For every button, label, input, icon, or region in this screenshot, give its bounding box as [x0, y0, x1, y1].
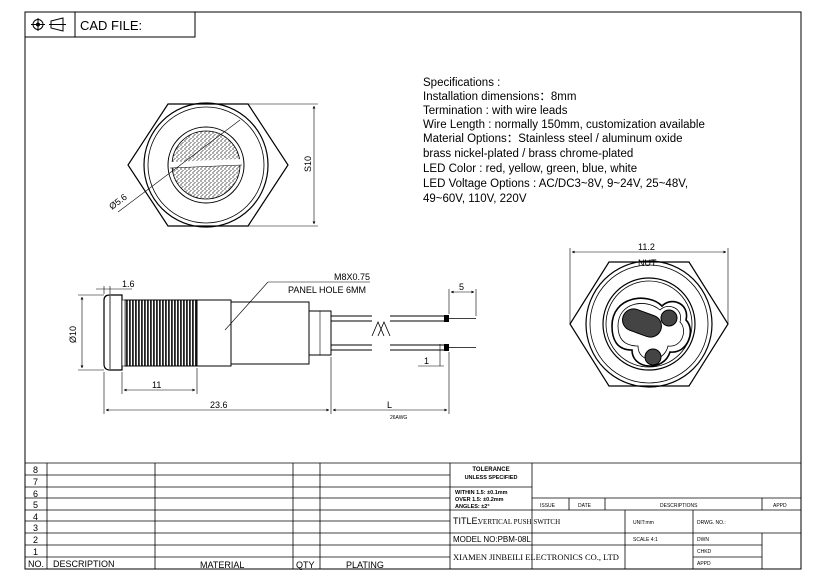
- title-block: TOLERANCE UNLESS SPECIFIED WITHIN 1.5: ±…: [453, 467, 787, 567]
- bom-header-qty: QTY: [296, 560, 315, 570]
- spec-line: Specifications :: [423, 77, 500, 89]
- bom-header-description: DESCRIPTION: [53, 559, 115, 569]
- nut-view: 11.2 NUT: [569, 242, 729, 388]
- panel-hole-label: PANEL HOLE 6MM: [288, 285, 366, 295]
- nut-width-dimension: 11.2: [638, 242, 655, 252]
- wire-dimension: 1: [424, 356, 429, 366]
- specifications-block: Specifications : Installation dimensions…: [423, 77, 705, 205]
- spec-line: Material Options：Stainless steel / alumi…: [423, 133, 683, 145]
- thread-label: M8X0.75: [334, 272, 370, 282]
- tolerance-subtitle: UNLESS SPECIFIED: [465, 475, 518, 481]
- title-label: TITLE:: [453, 516, 480, 526]
- spec-line: LED Color : red, yellow, green, blue, wh…: [423, 163, 637, 175]
- spec-line: 49~60V, 110V, 220V: [423, 193, 527, 205]
- tolerance-within: WITHIN 1.5: ±0.1mm: [455, 490, 508, 496]
- bom-row-numbers: 8 7 6 5 4 3 2 1 NO. DESCRIPTION MATERIAL…: [28, 465, 384, 570]
- front-view: S10 Ø5.6: [107, 102, 318, 228]
- spec-line: Installation dimensions：8mm: [423, 91, 576, 103]
- bom-row-number: 2: [33, 535, 38, 545]
- bom-row-number: 7: [33, 477, 38, 487]
- title-block-grid: [450, 463, 801, 569]
- chkd-label: CHKD: [697, 549, 712, 555]
- tolerance-over: OVER 1.5: ±0.2mm: [455, 497, 504, 503]
- strip-dimension: 5: [459, 282, 464, 292]
- projection-symbol-icon: [31, 17, 66, 32]
- date-header: DATE: [578, 503, 592, 509]
- bom-header-no: NO.: [28, 559, 44, 569]
- drawing-number-label: DRWG. NO.:: [697, 520, 726, 526]
- sheet-border: [24, 11, 802, 570]
- spec-line: Wire Length : normally 150mm, customizat…: [423, 119, 705, 131]
- spec-line: Termination : with wire leads: [423, 105, 568, 117]
- bom-row-number: 6: [33, 489, 38, 499]
- tolerance-title: TOLERANCE: [472, 467, 509, 473]
- cad-file-label: CAD FILE:: [80, 18, 142, 33]
- cad-file-header: CAD FILE:: [24, 11, 196, 38]
- thread-length-dimension: 11: [152, 380, 161, 390]
- bom-row-number: 5: [33, 500, 38, 510]
- wire-length-dimension: L: [387, 400, 392, 410]
- issue-header: ISSUE: [540, 503, 556, 509]
- hex-dimension: S10: [303, 156, 313, 172]
- tolerance-angles: ANGLES: ±2°: [455, 504, 490, 510]
- lens-dimension: Ø5.6: [107, 192, 129, 212]
- bom-row-number: 3: [33, 523, 38, 533]
- flange-dimension: 1.6: [122, 279, 135, 289]
- title-value: VERTICAL PUSH SWITCH: [478, 518, 560, 526]
- wire-gauge-label: 26AWG: [390, 415, 407, 421]
- descriptions-header: DESCRIPTIONS: [660, 503, 698, 509]
- spec-line: brass nickel-plated / brass chrome-plate…: [423, 148, 633, 160]
- nut-label: NUT: [638, 258, 657, 268]
- bom-row-number: 1: [33, 547, 38, 557]
- unit-label: UNIT:mm: [633, 520, 654, 526]
- bom-row-number: 8: [33, 465, 38, 475]
- appd-header: APPD: [773, 503, 787, 509]
- diameter-dimension: Ø10: [68, 326, 78, 343]
- company-name: XIAMEN JINBEILI ELECTRONICS CO., LTD: [453, 552, 619, 562]
- side-view: M8X0.75 PANEL HOLE 6MM 1.6 Ø10 11 23.6 L…: [68, 272, 477, 421]
- bom-row-number: 4: [33, 512, 38, 522]
- bom-header-material: MATERIAL: [200, 560, 244, 570]
- appd-label: APPD: [697, 561, 711, 567]
- bom-header-plating: PLATING: [346, 560, 384, 570]
- spec-line: LED Voltage Options : AC/DC3~8V, 9~24V, …: [423, 178, 688, 190]
- model-number: MODEL NO:PBM-08L: [453, 535, 531, 544]
- total-length-dimension: 23.6: [210, 400, 228, 410]
- bom-table: [25, 462, 801, 569]
- scale-label: SCALE 4:1: [633, 537, 658, 543]
- dwn-label: DWN: [697, 537, 709, 543]
